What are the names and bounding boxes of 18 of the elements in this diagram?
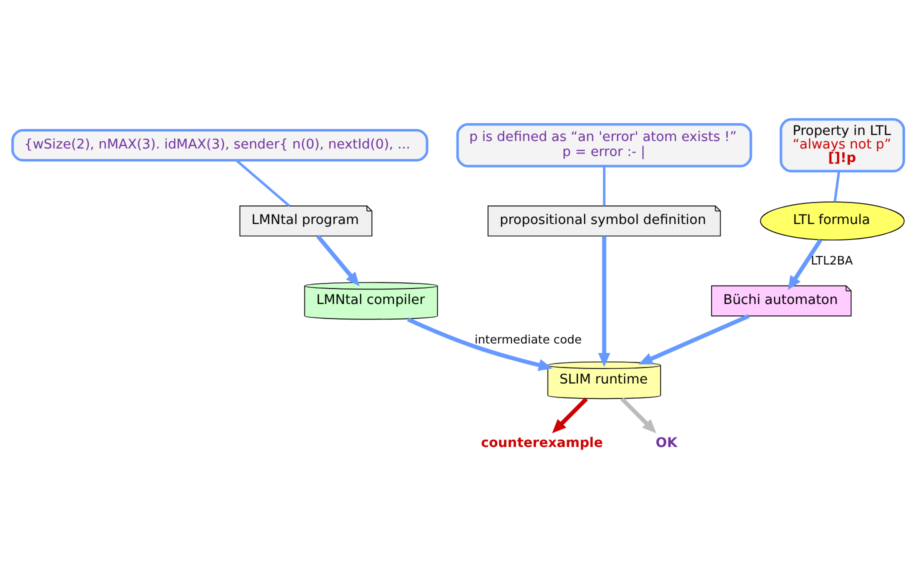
- node-text: counterexample: [480, 436, 603, 451]
- node-ellipse: LTL formula: [760, 202, 905, 240]
- node-box: {wSize(2), nMAX(3). idMAX(3), sender{ n(0), nextId(0), ...: [11, 128, 428, 162]
- arrow: [638, 314, 750, 364]
- arrow: [598, 236, 610, 367]
- arrow: [407, 317, 553, 372]
- arrow: [316, 234, 360, 286]
- node-box: p is defined as “an 'error' atom exists !” p = error :- |: [456, 123, 752, 168]
- arrow: [788, 238, 822, 290]
- node-text: OK: [656, 436, 678, 451]
- arrow: [620, 397, 656, 434]
- node-box: Property in LTL “always not p” []!p: [780, 118, 906, 172]
- connector: [602, 166, 606, 206]
- edge-label: LTL2BA: [810, 253, 853, 268]
- connector: [834, 170, 840, 202]
- connector: [236, 159, 290, 207]
- edge-label: intermediate code: [474, 332, 582, 347]
- arrow: [552, 397, 588, 434]
